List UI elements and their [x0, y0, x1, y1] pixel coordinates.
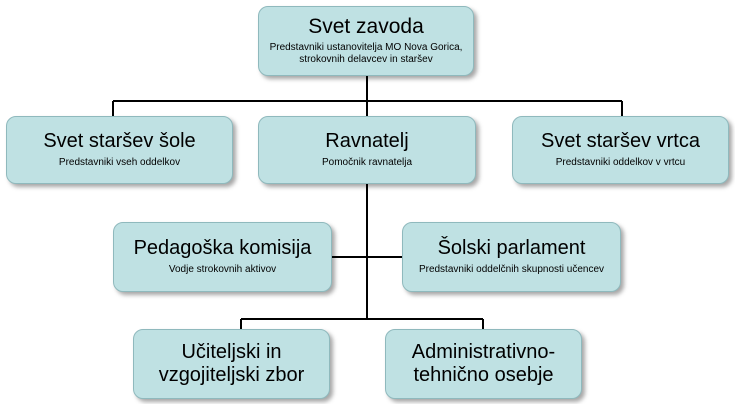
node-pedagoska-komisija-title: Pedagoška komisija: [133, 237, 312, 260]
node-svet-zavoda: Svet zavoda Predstavniki ustanovitelja M…: [258, 6, 474, 76]
node-uciteljski-zbor: Učiteljski in vzgojiteljski zbor: [133, 329, 330, 399]
node-ravnatelj: Ravnatelj Pomočnik ravnatelja: [258, 116, 476, 184]
node-administrativno-osebje: Administrativno- tehnično osebje: [385, 329, 582, 399]
node-uciteljski-zbor-title-line2: vzgojiteljski zbor: [158, 364, 305, 386]
node-solski-parlament-subtitle: Predstavniki oddelčnih skupnosti učencev: [418, 264, 605, 276]
node-svet-zavoda-subtitle-line1: Predstavniki ustanovitelja MO Nova Goric…: [269, 41, 463, 53]
node-svet-starsev-vrtca-subtitle: Predstavniki oddelkov v vrtcu: [555, 157, 686, 169]
node-solski-parlament: Šolski parlament Predstavniki oddelčnih …: [402, 222, 621, 292]
node-uciteljski-zbor-title-line1: Učiteljski in: [181, 341, 282, 363]
node-solski-parlament-title: Šolski parlament: [437, 237, 586, 260]
node-ravnatelj-title: Ravnatelj: [325, 130, 409, 153]
node-svet-zavoda-title: Svet zavoda: [308, 15, 424, 39]
node-svet-starsev-sole-title: Svet staršev šole: [43, 130, 196, 153]
node-svet-starsev-vrtca-title: Svet staršev vrtca: [541, 130, 700, 153]
node-pedagoska-komisija: Pedagoška komisija Vodje strokovnih akti…: [113, 222, 332, 292]
node-svet-starsev-sole: Svet staršev šole Predstavniki vseh odde…: [6, 116, 233, 184]
node-svet-starsev-vrtca: Svet staršev vrtca Predstavniki oddelkov…: [512, 116, 729, 184]
node-svet-zavoda-subtitle-line2: strokovnih delavcev in staršev: [299, 54, 433, 66]
node-svet-starsev-sole-subtitle: Predstavniki vseh oddelkov: [58, 157, 181, 169]
node-pedagoska-komisija-subtitle: Vodje strokovnih aktivov: [168, 264, 277, 276]
node-ravnatelj-subtitle: Pomočnik ravnatelja: [321, 157, 413, 169]
node-administrativno-title-line2: tehnično osebje: [413, 364, 554, 386]
node-administrativno-title-line1: Administrativno-: [411, 341, 556, 363]
